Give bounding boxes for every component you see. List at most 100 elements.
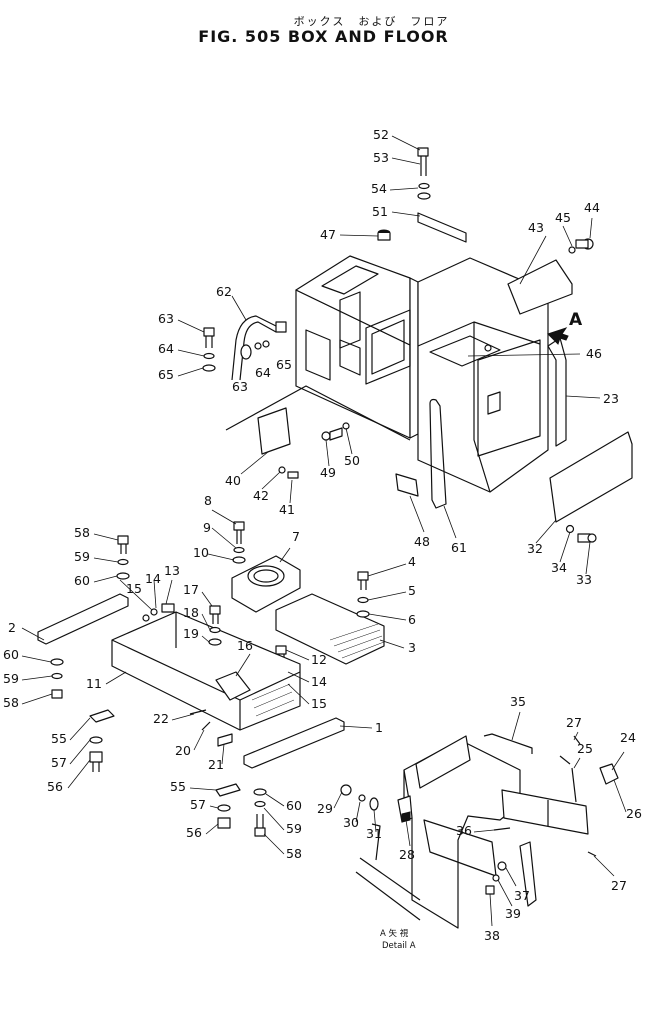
leader-line [373, 809, 377, 833]
callout-number: 53 [373, 150, 389, 165]
leader-line [368, 613, 407, 621]
callout-number: 15 [311, 696, 327, 711]
leader-line [339, 725, 373, 729]
callout-number: 5 [408, 583, 416, 598]
callout-number: 8 [204, 493, 212, 508]
callout-number: 63 [232, 379, 248, 394]
leader-line [573, 757, 581, 769]
callout-number: 18 [183, 605, 199, 620]
callout-number: 55 [51, 731, 67, 746]
leader-line [593, 855, 615, 877]
callout-labels: 525354514745444362636465636465A462340424… [3, 127, 642, 943]
callout-number: 14 [311, 674, 327, 689]
leader-line [391, 211, 421, 217]
callout-number: 48 [414, 534, 430, 549]
callout-number: 40 [225, 473, 241, 488]
leader-line [263, 833, 285, 855]
leader-line [165, 579, 173, 605]
leader-line [201, 635, 210, 643]
leader-line [193, 729, 205, 751]
callout-number: 57 [51, 755, 67, 770]
leader-line [263, 807, 285, 831]
callout-number: 47 [320, 227, 336, 242]
callout-number: 33 [576, 572, 592, 587]
callout-number: 56 [186, 825, 202, 840]
callout-number: 60 [286, 798, 302, 813]
leader-line [489, 893, 493, 927]
callout-number: 42 [253, 488, 269, 503]
leader-line [93, 557, 119, 563]
callout-number: 60 [74, 573, 90, 588]
callout-number: 15 [126, 581, 142, 596]
callout-number: 58 [286, 846, 302, 861]
callout-number: 29 [317, 801, 333, 816]
leader-line [201, 591, 213, 607]
callout-number: 62 [216, 284, 232, 299]
callout-number: 21 [208, 757, 224, 772]
callout-number: 44 [584, 200, 600, 215]
leader-line [405, 819, 411, 847]
callout-number: 37 [514, 888, 530, 903]
callout-number: 31 [366, 826, 382, 841]
callout-number: 55 [170, 779, 186, 794]
callout-number: 61 [451, 540, 467, 555]
leader-line [535, 519, 557, 544]
leader-line [505, 867, 517, 887]
leader-line [240, 451, 269, 475]
callout-number: 35 [510, 694, 526, 709]
leader-line [325, 439, 330, 467]
leader-line [391, 157, 421, 165]
leader-line [93, 533, 119, 541]
callout-number: 64 [158, 341, 174, 356]
leader-line [211, 509, 237, 525]
callout-number: 51 [372, 204, 388, 219]
leader-line [261, 471, 281, 490]
callout-number: 27 [611, 878, 627, 893]
callout-number: 46 [586, 346, 602, 361]
callout-number: 64 [255, 365, 271, 380]
leader-line [379, 639, 405, 649]
callout-number: 13 [164, 563, 180, 578]
leader-line [519, 235, 547, 285]
leader-line [189, 787, 217, 791]
callout-number: 14 [145, 571, 161, 586]
leader-line [209, 805, 219, 809]
leader-line [205, 823, 219, 835]
leader-line [287, 671, 310, 683]
leader-line [105, 671, 127, 685]
detail-caption-line2: Detail A [382, 941, 416, 951]
leader-line [265, 793, 285, 807]
callout-number: 12 [311, 652, 327, 667]
leader-line [69, 717, 91, 741]
leader-line [93, 575, 118, 583]
leader-line [119, 579, 153, 611]
leader-line [69, 739, 91, 765]
callout-number: 20 [175, 743, 191, 758]
callout-number: 24 [620, 730, 636, 745]
figure-title: FIG. 505 BOX AND FLOOR [198, 27, 449, 46]
callout-number: 1 [375, 720, 383, 735]
leader-line [285, 649, 310, 661]
callout-number: 22 [153, 711, 169, 726]
leader-line [367, 563, 407, 577]
callout-number: 50 [344, 453, 360, 468]
leader-line [207, 553, 235, 561]
callout-number: 9 [203, 520, 211, 535]
callout-number: 59 [74, 549, 90, 564]
leader-line [367, 591, 407, 601]
leader-line [211, 527, 237, 549]
callout-leaders [21, 135, 627, 927]
callout-number: 56 [47, 779, 63, 794]
callout-number: 59 [286, 821, 302, 836]
leader-line [21, 693, 53, 705]
leader-line [171, 713, 195, 721]
callout-number: 7 [292, 529, 300, 544]
leader-line [235, 653, 251, 677]
callout-number: 43 [528, 220, 544, 235]
callout-number: 4 [408, 554, 416, 569]
leader-line [21, 627, 45, 641]
callout-number: 49 [320, 465, 336, 480]
detail-a-assembly [340, 733, 619, 929]
callout-number: 63 [158, 311, 174, 326]
